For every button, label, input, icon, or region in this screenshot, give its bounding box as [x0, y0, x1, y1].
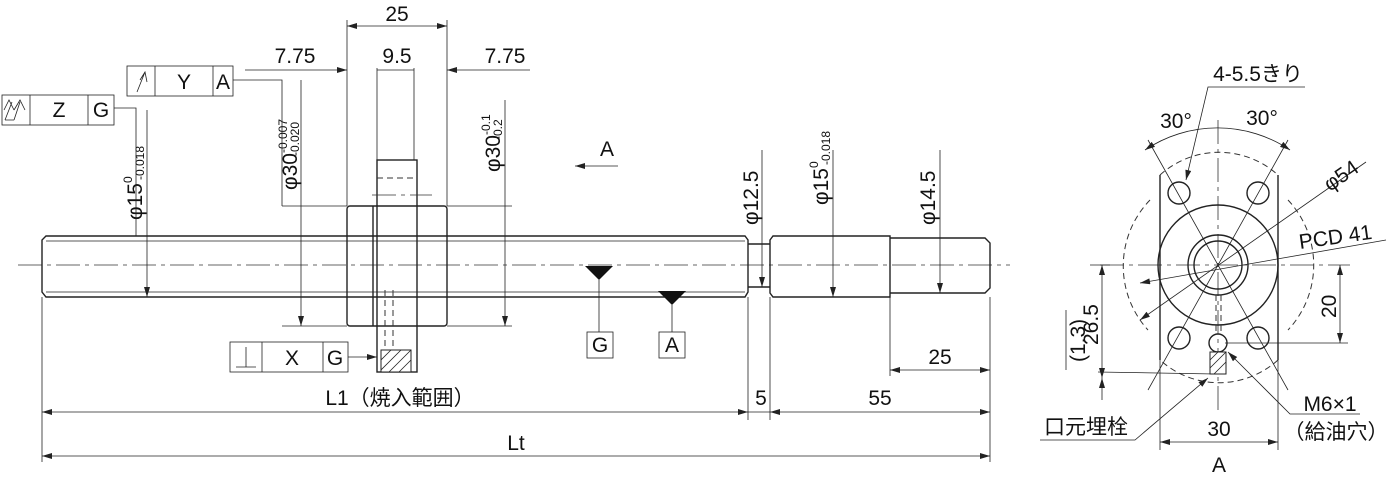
- holes-callout: 4-5.5きり: [1213, 63, 1303, 86]
- screw-shaft: [41, 235, 749, 298]
- plug-hatch: [380, 349, 412, 373]
- datum-a-box: [658, 331, 686, 359]
- tolerance-value: X: [285, 347, 299, 370]
- tolerance-frame-perpendicularity: X G: [229, 341, 377, 373]
- height-26-dim: 26.5: [1080, 304, 1103, 345]
- flange-dia-lower-tol: -0.020: [288, 122, 302, 156]
- center-width-dim: 9.5: [382, 45, 411, 68]
- total-length-dim: Lt: [507, 432, 525, 455]
- tolerance-frame-circular-runout: Y A: [126, 65, 283, 206]
- body-dia-dim: φ30-0.1: [479, 114, 505, 172]
- angle-right-dim: 30°: [1246, 107, 1278, 130]
- front-view: 25 7.75 9.5 7.75 φ30-0.007 -0.020 φ30-0.…: [1, 3, 1010, 462]
- oil-hole-callout: M6×1: [1303, 393, 1356, 416]
- datum-g-label: G: [592, 334, 608, 357]
- circular-runout-icon: [136, 70, 148, 93]
- gap-dim: 5: [755, 387, 767, 410]
- height-20-dim: 20: [1318, 295, 1341, 318]
- view-label: A: [1212, 454, 1226, 477]
- outer-circle: [1122, 151, 1315, 384]
- width-dim: 30: [1207, 418, 1230, 441]
- tolerance-datum: A: [216, 71, 230, 94]
- end-length-dim: 25: [928, 346, 951, 369]
- pcd-ring: [1157, 204, 1279, 326]
- tolerance-value: Z: [53, 99, 66, 122]
- datum-g-box: [586, 331, 614, 359]
- nut-flange: [376, 159, 418, 373]
- total-runout-icon: [3, 99, 26, 121]
- tolerance-datum: G: [93, 99, 109, 122]
- neck-dia-dim: φ12.5: [740, 171, 763, 226]
- journal: [769, 235, 891, 298]
- journal-dia-lower-tol: -0.018: [819, 131, 833, 165]
- nut-length-dim: 25: [385, 3, 408, 26]
- right-offset-dim: 7.75: [485, 45, 526, 68]
- view-arrow-label: A: [600, 138, 614, 161]
- tolerance-frame-total-runout: Z G: [1, 94, 137, 236]
- angle-left-dim: 30°: [1160, 110, 1192, 133]
- tolerance-datum: G: [327, 347, 343, 370]
- l1-dim: L1（焼入範囲）: [325, 387, 474, 410]
- shaft-dia-dim: φ150: [121, 176, 147, 220]
- neck: [748, 243, 770, 288]
- shaft-end: [890, 237, 991, 294]
- end-dia-dim: φ14.5: [917, 171, 940, 226]
- oil-hole-note: （給油穴）: [1284, 421, 1389, 444]
- plug-callout: 口元埋栓: [1044, 416, 1128, 439]
- datum-a-label: A: [665, 334, 679, 357]
- shaft-dia-lower-tol: -0.018: [133, 146, 147, 180]
- datum-a-triangle: [658, 291, 686, 305]
- oil-plug: [1209, 351, 1227, 375]
- flange-dia-dim: φ30-0.007: [276, 119, 302, 190]
- perpendicularity-icon: [236, 347, 256, 368]
- nut-body: [346, 205, 448, 327]
- hub: [1187, 234, 1249, 296]
- journal-dia-dim: φ150: [807, 161, 833, 205]
- body-dia-lower-tol: -0.2: [491, 119, 505, 140]
- tolerance-value: Y: [177, 71, 191, 94]
- datum-g-triangle: [585, 266, 613, 280]
- offset-dim: (1.3): [1067, 319, 1090, 362]
- side-view: 30° 30° 4-5.5きり φ54 PCD 41 26.5 (1.3) 20…: [1040, 63, 1389, 477]
- pcd-dim: PCD 41: [1297, 221, 1373, 254]
- left-offset-dim: 7.75: [275, 45, 316, 68]
- journal-length-dim: 55: [868, 387, 891, 410]
- bolt-holes: [1167, 181, 1270, 350]
